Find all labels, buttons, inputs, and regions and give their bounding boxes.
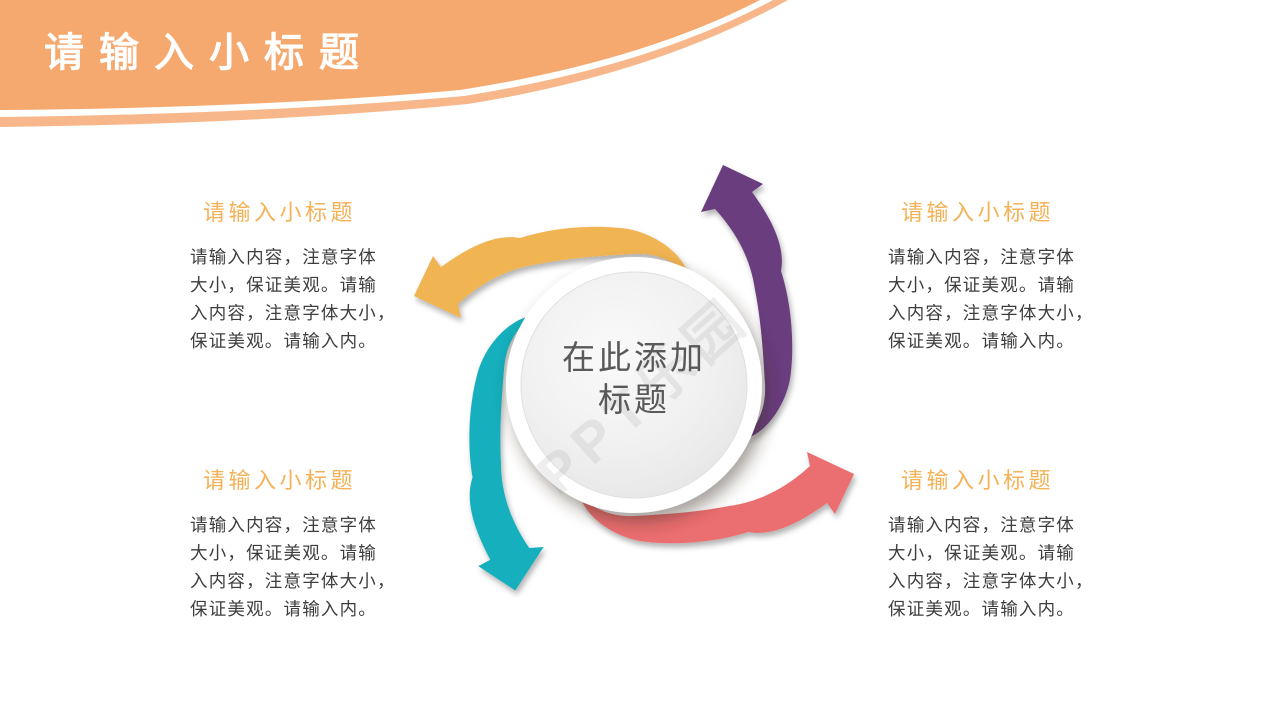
block-body: 请输入内容，注意字体 大小，保证美观。请输 入内容，注意字体大小， 保证美观。请… (888, 247, 1094, 351)
center-title: 在此添加 标题 (562, 339, 706, 418)
block-heading: 请输入小标题 (901, 468, 1055, 493)
block-heading: 请输入小标题 (203, 200, 357, 225)
text-block-top-right: 请输入小标题 请输入内容，注意字体 大小，保证美观。请输 入内容，注意字体大小，… (888, 195, 1118, 355)
header-wave-main (0, 0, 760, 110)
circle-face (520, 271, 748, 499)
block-body: 请输入内容，注意字体 大小，保证美观。请输 入内容，注意字体大小， 保证美观。请… (888, 515, 1094, 619)
cycle-diagram (414, 165, 854, 594)
block-body: 请输入内容，注意字体 大小，保证美观。请输 入内容，注意字体大小， 保证美观。请… (190, 515, 396, 619)
header-banner (0, 0, 788, 127)
text-block-bottom-left: 请输入小标题 请输入内容，注意字体 大小，保证美观。请输 入内容，注意字体大小，… (190, 463, 420, 623)
slide-title: 请输入小标题 (44, 31, 374, 75)
text-block-bottom-right: 请输入小标题 请输入内容，注意字体 大小，保证美观。请输 入内容，注意字体大小，… (888, 463, 1118, 623)
block-heading: 请输入小标题 (901, 200, 1055, 225)
block-heading: 请输入小标题 (203, 468, 357, 493)
center-circle (506, 257, 762, 513)
text-block-top-left: 请输入小标题 请输入内容，注意字体 大小，保证美观。请输 入内容，注意字体大小，… (190, 195, 420, 355)
block-body: 请输入内容，注意字体 大小，保证美观。请输 入内容，注意字体大小， 保证美观。请… (190, 247, 396, 351)
